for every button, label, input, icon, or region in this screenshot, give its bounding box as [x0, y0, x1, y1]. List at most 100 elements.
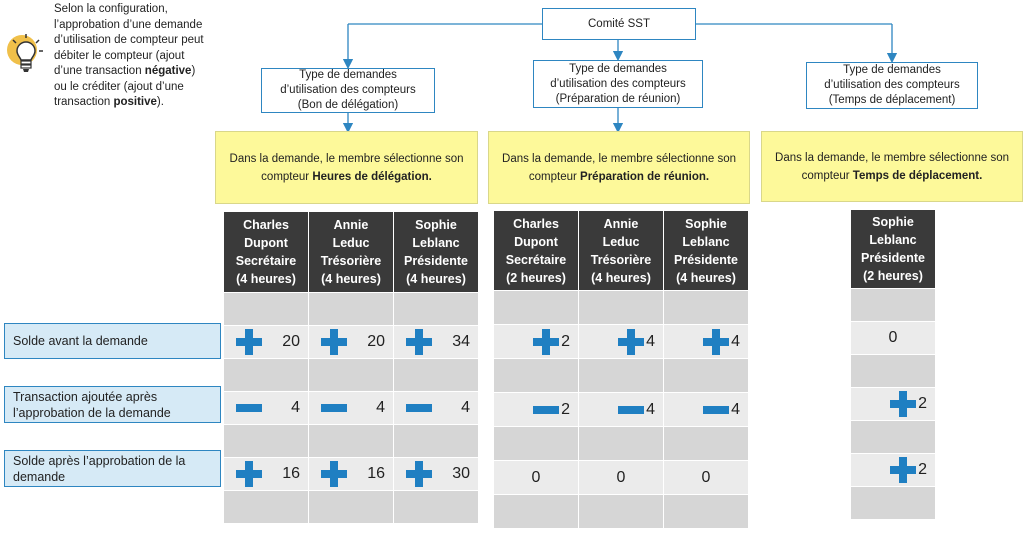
value-text: 34: [452, 333, 470, 350]
value-text: 20: [367, 333, 385, 350]
empty-cell: [224, 425, 308, 457]
plus-icon: [321, 461, 347, 487]
value-cell-after: 2: [851, 454, 935, 486]
plus-icon: [890, 457, 917, 483]
value-text: 0: [701, 468, 711, 486]
empty-cell: [851, 289, 935, 321]
value-cell-trans: 4: [224, 392, 308, 424]
value-text: 4: [731, 332, 740, 350]
note-2: Dans la demande, le membre sélectionne s…: [488, 131, 750, 204]
type-box-2: Type de demandes d’utilisation des compt…: [533, 60, 703, 108]
minus-icon: [406, 404, 432, 412]
plus-icon: [236, 329, 262, 355]
type-box-3: Type de demandes d’utilisation des compt…: [806, 62, 978, 109]
value-cell-before: 4: [579, 325, 663, 358]
empty-cell: [394, 425, 478, 457]
empty-cell: [579, 495, 663, 528]
value-text: 4: [291, 399, 300, 416]
minus-icon: [236, 404, 262, 412]
value-text: 2: [561, 332, 570, 350]
value-cell-after: 0: [579, 461, 663, 494]
empty-cell: [224, 491, 308, 523]
value-cell-before: 34: [394, 326, 478, 358]
empty-cell: [394, 491, 478, 523]
value-cell-before: 20: [309, 326, 393, 358]
value-text: 20: [282, 333, 300, 350]
empty-cell: [309, 359, 393, 391]
plus-icon: [406, 461, 432, 487]
value-text: 4: [646, 332, 655, 350]
value-cell-after: 0: [494, 461, 578, 494]
row-label-transaction: Transaction ajoutée après l’approbation …: [4, 386, 221, 423]
row-label-before: Solde avant la demande: [4, 323, 221, 359]
empty-cell: [224, 293, 308, 325]
value-cell-trans: 4: [309, 392, 393, 424]
tip-text: Selon la configuration, l’approbation d’…: [54, 3, 204, 108]
value-cell-before: 4: [664, 325, 748, 358]
value-text: 0: [531, 468, 541, 486]
root-label: Comité SST: [588, 17, 650, 30]
value-cell-before: 0: [851, 322, 935, 354]
value-text: 16: [282, 465, 300, 482]
empty-cell: [851, 487, 935, 519]
empty-cell: [579, 291, 663, 324]
value-cell-after: 30: [394, 458, 478, 490]
type-box-1: Type de demandes d’utilisation des compt…: [261, 68, 435, 113]
empty-cell: [664, 427, 748, 460]
empty-cell: [851, 421, 935, 453]
empty-cell: [494, 495, 578, 528]
value-cell-after: 16: [224, 458, 308, 490]
empty-cell: [664, 359, 748, 392]
empty-cell: [579, 359, 663, 392]
plus-icon: [533, 328, 560, 355]
value-cell-trans: 4: [664, 393, 748, 426]
minus-icon: [703, 405, 730, 414]
empty-cell: [309, 425, 393, 457]
value-cell-before: 20: [224, 326, 308, 358]
empty-cell: [494, 291, 578, 324]
empty-cell: [494, 427, 578, 460]
empty-cell: [664, 291, 748, 324]
plus-icon: [236, 461, 262, 487]
value-text: 4: [461, 399, 470, 416]
value-text: 4: [646, 400, 655, 418]
minus-icon: [533, 405, 560, 414]
minus-icon: [618, 405, 645, 414]
row-label-after: Solde après l’approbation de la demande: [4, 450, 221, 487]
value-text: 16: [367, 465, 385, 482]
minus-icon: [321, 404, 347, 412]
empty-cell: [394, 293, 478, 325]
value-text: 2: [561, 400, 570, 418]
empty-cell: [579, 427, 663, 460]
empty-cell: [309, 491, 393, 523]
lightbulb-icon: [4, 32, 48, 82]
empty-cell: [664, 495, 748, 528]
empty-cell: [851, 355, 935, 387]
value-text: 4: [731, 400, 740, 418]
value-text: 0: [616, 468, 626, 486]
value-cell-trans: 2: [851, 388, 935, 420]
empty-cell: [394, 359, 478, 391]
empty-cell: [224, 359, 308, 391]
value-text: 2: [918, 395, 927, 412]
value-cell-before: 2: [494, 325, 578, 358]
plus-icon: [321, 329, 347, 355]
value-cell-after: 0: [664, 461, 748, 494]
note-1: Dans la demande, le membre sélectionne s…: [215, 131, 478, 204]
value-cell-trans: 4: [579, 393, 663, 426]
plus-icon: [406, 329, 432, 355]
